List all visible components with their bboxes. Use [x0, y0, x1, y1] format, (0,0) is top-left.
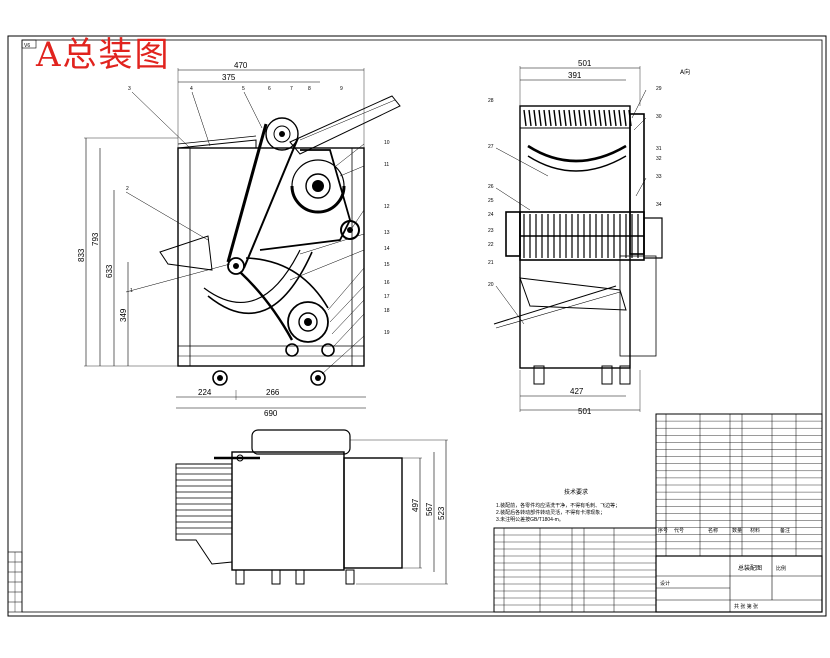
sheet-label: 共 张 第 张	[734, 603, 758, 610]
part-15: 15	[384, 262, 390, 268]
bom-header-material: 材料	[750, 527, 760, 534]
dim-793: 793	[91, 232, 100, 246]
left-margin-strip	[7, 551, 23, 613]
part-27: 27	[488, 144, 494, 150]
bom-header-remark: 备注	[780, 527, 790, 534]
bom-header-qty: 数量	[732, 527, 742, 534]
part-2: 2	[126, 186, 129, 192]
part-31: 31	[656, 146, 662, 152]
dim-523: 523	[437, 506, 446, 520]
part-1: 1	[130, 288, 133, 294]
notes-heading: 技术要求	[564, 488, 588, 496]
dim-567: 567	[425, 502, 434, 516]
bom-header-name: 名称	[708, 527, 718, 534]
part-12: 12	[384, 204, 390, 210]
dim-501-bottom: 501	[578, 407, 592, 416]
part-32: 32	[656, 156, 662, 162]
notes-line-2: 2.装配后各转动部件转动灵活，不得有卡滞现象；	[496, 509, 605, 516]
dim-266: 266	[266, 388, 280, 397]
dim-391: 391	[568, 71, 582, 80]
dim-497: 497	[411, 498, 420, 512]
part-28: 28	[488, 98, 494, 104]
notes-line-1: 1.装配前，各零件均应清洗干净，不得有毛刺、飞边等；	[496, 502, 620, 509]
dim-349: 349	[119, 308, 128, 322]
part-30: 30	[656, 114, 662, 120]
part-29: 29	[656, 86, 662, 92]
part-7: 7	[290, 86, 293, 92]
part-34: 34	[656, 202, 662, 208]
corner-label: V6	[24, 43, 30, 49]
part-6: 6	[268, 86, 271, 92]
scale-label: 比例	[776, 565, 786, 572]
title-block	[655, 555, 823, 613]
part-26: 26	[488, 184, 494, 190]
corner-box	[21, 39, 37, 49]
bill-of-materials	[493, 413, 823, 613]
bom-header-code: 代号	[674, 527, 684, 534]
dim-633: 633	[105, 264, 114, 278]
notes-line-3: 3.未注明公差按GB/T1804-m。	[496, 516, 564, 523]
drawing-title: A总装图	[36, 35, 171, 75]
dim-690: 690	[264, 409, 278, 418]
dim-833: 833	[77, 248, 86, 262]
dim-501-top: 501	[578, 59, 592, 68]
part-25: 25	[488, 198, 494, 204]
outer-frame	[7, 35, 827, 617]
designer-label: 设计	[660, 580, 670, 587]
part-22: 22	[488, 242, 494, 248]
drawing-name: 总装配图	[738, 564, 762, 572]
part-33: 33	[656, 174, 662, 180]
part-18: 18	[384, 308, 390, 314]
part-17: 17	[384, 294, 390, 300]
bom-header-no: 序号	[658, 527, 668, 534]
inner-frame	[21, 39, 823, 613]
dim-224: 224	[198, 388, 212, 397]
side-view-label: A向	[680, 68, 690, 76]
part-8: 8	[308, 86, 311, 92]
part-14: 14	[384, 246, 390, 252]
part-24: 24	[488, 212, 494, 218]
part-11: 11	[384, 162, 389, 168]
part-16: 16	[384, 280, 390, 286]
part-5: 5	[242, 86, 245, 92]
dim-427: 427	[570, 387, 584, 396]
part-3: 3	[128, 86, 131, 92]
part-21: 21	[488, 260, 494, 266]
part-13: 13	[384, 230, 390, 236]
side-view	[493, 66, 663, 412]
part-4: 4	[190, 86, 193, 92]
dim-375: 375	[222, 73, 236, 82]
dim-470: 470	[234, 61, 248, 70]
part-10: 10	[384, 140, 390, 146]
part-19: 19	[384, 330, 390, 336]
part-23: 23	[488, 228, 494, 234]
front-view	[84, 68, 401, 409]
part-9: 9	[340, 86, 343, 92]
part-20: 20	[488, 282, 494, 288]
top-view	[175, 429, 448, 585]
